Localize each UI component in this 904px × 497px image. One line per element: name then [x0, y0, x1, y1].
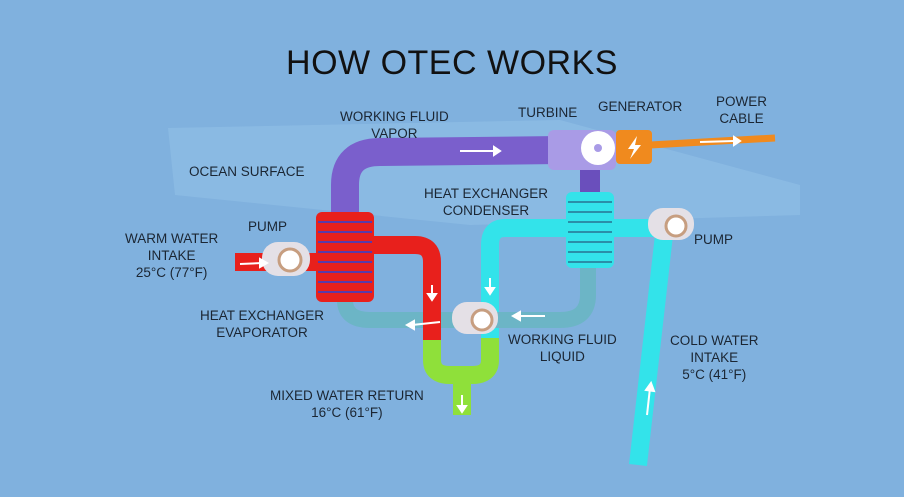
warm-water-pump	[262, 242, 310, 276]
label-line: MIXED WATER RETURN	[270, 388, 424, 403]
label-line: 16°C (61°F)	[311, 405, 383, 420]
label-line: VAPOR	[371, 126, 418, 141]
label-condenser: HEAT EXCHANGER CONDENSER	[424, 185, 548, 219]
label-line: CABLE	[719, 111, 764, 126]
label-generator: GENERATOR	[598, 99, 683, 114]
lightning-icon	[628, 136, 641, 159]
label-line: POWER	[716, 94, 768, 109]
label-line: HEAT EXCHANGER	[424, 186, 549, 201]
label-line: HEAT EXCHANGER	[200, 308, 325, 323]
label-power-cable: POWER CABLE	[716, 93, 767, 127]
flow-arrows	[239, 135, 742, 416]
label-mixed-water-return: MIXED WATER RETURN 16°C (61°F)	[270, 387, 424, 421]
label-line: LIQUID	[539, 349, 585, 364]
label-line: CONDENSER	[442, 203, 530, 218]
evaporator-coil	[316, 212, 374, 302]
label-line: WORKING FLUID	[340, 109, 449, 124]
label-turbine: TURBINE	[518, 105, 578, 120]
label-line: COLD WATER	[670, 333, 759, 348]
label-evaporator: HEAT EXCHANGER EVAPORATOR	[200, 307, 324, 341]
generator	[616, 130, 652, 164]
label-line: 25°C (77°F)	[135, 265, 208, 280]
working-fluid-pump	[452, 302, 498, 334]
label-ocean-surface: OCEAN SURFACE	[189, 164, 305, 179]
label-line: EVAPORATOR	[216, 325, 308, 340]
label-pump-cold: PUMP	[694, 232, 734, 247]
label-line: 5°C (41°F)	[682, 367, 747, 382]
cold-water-pump	[648, 208, 694, 240]
label-warm-water-intake: WARM WATER INTAKE 25°C (77°F)	[125, 230, 218, 281]
label-working-fluid-liquid: WORKING FLUID LIQUID	[508, 331, 617, 365]
label-line: WORKING FLUID	[508, 332, 617, 347]
page-title: HOW OTEC WORKS	[286, 44, 618, 82]
condenser-coil	[566, 192, 614, 268]
label-cold-water-intake: COLD WATER INTAKE 5°C (41°F)	[670, 332, 759, 383]
vapor-pipe	[331, 136, 561, 215]
turbine	[548, 130, 616, 170]
label-line: INTAKE	[147, 248, 196, 263]
turbine-connector	[580, 165, 600, 195]
label-line: INTAKE	[690, 350, 739, 365]
label-working-fluid-vapor: WORKING FLUID VAPOR	[340, 108, 449, 142]
label-pump-warm: PUMP	[248, 219, 288, 234]
label-line: WARM WATER	[125, 231, 219, 246]
